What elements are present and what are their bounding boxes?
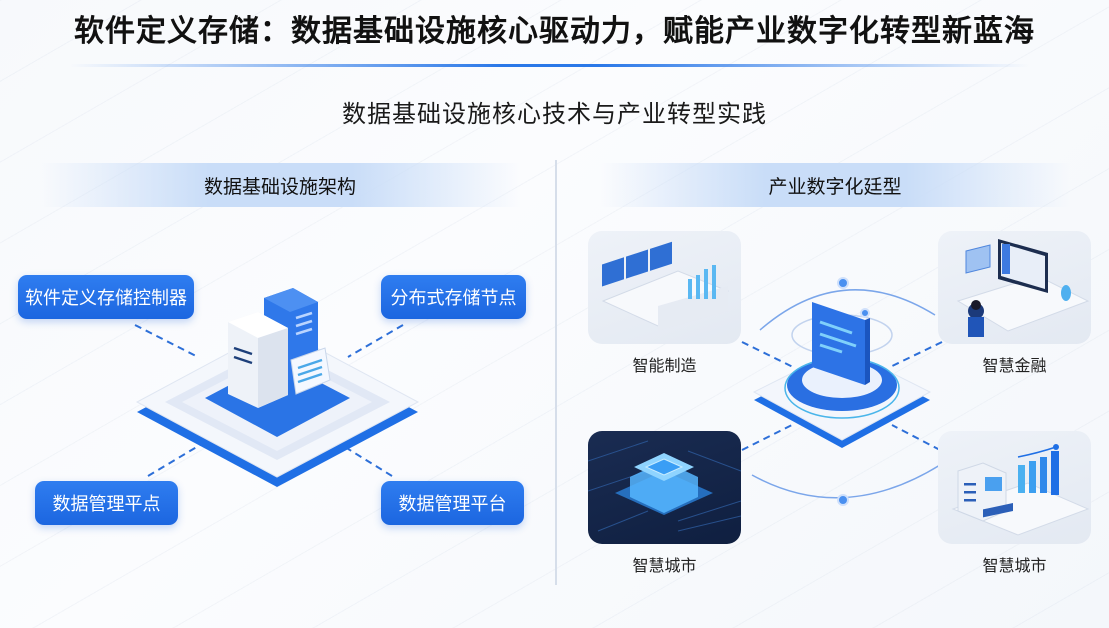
section-header-infrastructure: 数据基础设施架构 [40,163,520,207]
card-label: 智慧城市 [632,556,697,575]
control-room-icon [601,241,730,331]
card-smart-city-analytics[interactable] [938,431,1091,544]
node-sds-controller[interactable]: 软件定义存储控制器 [18,275,194,319]
card-smart-manufacturing[interactable] [588,231,741,344]
card-smart-city-chip[interactable] [588,431,741,544]
card-label: 智慧城市 [982,556,1047,575]
section-title: 数据基础设施架构 [203,175,356,198]
workstation-icon [956,239,1090,337]
section-header-industry: 产业数字化廷型 [600,163,1070,207]
node-label: 数据管理平点 [52,494,161,515]
node-data-mgmt-point[interactable]: 数据管理平点 [35,481,178,525]
title-underline [70,64,1030,67]
card-label: 智能制造 [632,356,697,375]
chip-icon [588,440,741,532]
node-label: 数据管理平台 [398,494,507,515]
node-data-mgmt-platform[interactable]: 数据管理平台 [381,481,524,525]
node-label: 软件定义存储控制器 [25,288,187,309]
section-divider [555,160,557,585]
node-distributed-storage[interactable]: 分布式存储节点 [381,275,526,319]
page-title: 软件定义存储：数据基础设施核心驱动力，赋能产业数字化转型新蓝海 [74,14,1035,49]
card-label: 智慧金融 [982,356,1047,375]
node-label: 分布式存储节点 [390,288,517,309]
analytics-server-icon [951,444,1090,536]
section-title: 产业数字化廷型 [768,175,902,198]
page-subtitle: 数据基础设施核心技术与产业转型实践 [342,100,767,128]
card-smart-finance[interactable] [938,231,1091,344]
